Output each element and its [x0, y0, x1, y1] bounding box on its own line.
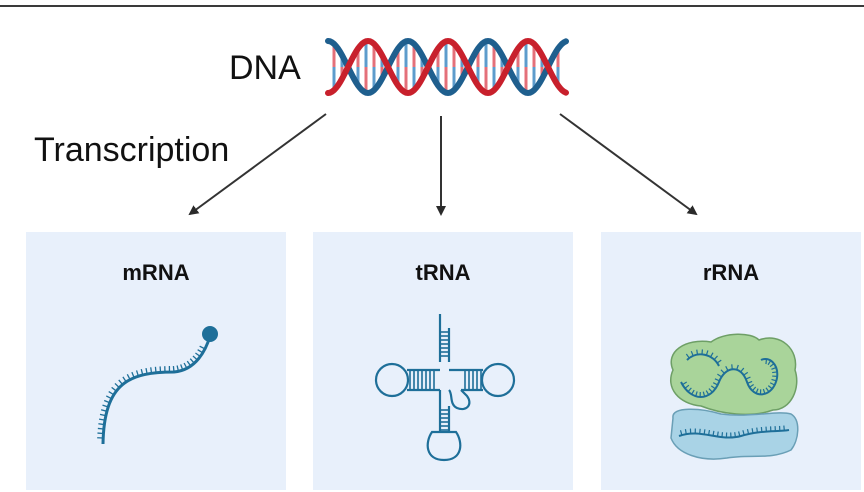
panel-title-mrna: mRNA [122, 260, 190, 285]
panel-rrna: rRNA [601, 232, 861, 490]
panel-title-rrna: rRNA [702, 260, 760, 285]
top-divider [0, 5, 864, 7]
panel-mrna: mRNA [26, 232, 286, 490]
trna-icon [374, 314, 516, 462]
dna-strand-red [325, 37, 569, 97]
rrna-icon [670, 333, 799, 460]
panel-title-trna: tRNA [415, 260, 471, 285]
transcription-label: Transcription [34, 131, 230, 169]
mrna-icon [97, 326, 218, 445]
arrow-to-mrna [188, 113, 327, 216]
panel-trna: tRNA [313, 232, 573, 490]
arrow-to-rrna [559, 113, 698, 216]
dna-label: DNA [229, 49, 301, 87]
dna-strand-blue [325, 37, 569, 97]
